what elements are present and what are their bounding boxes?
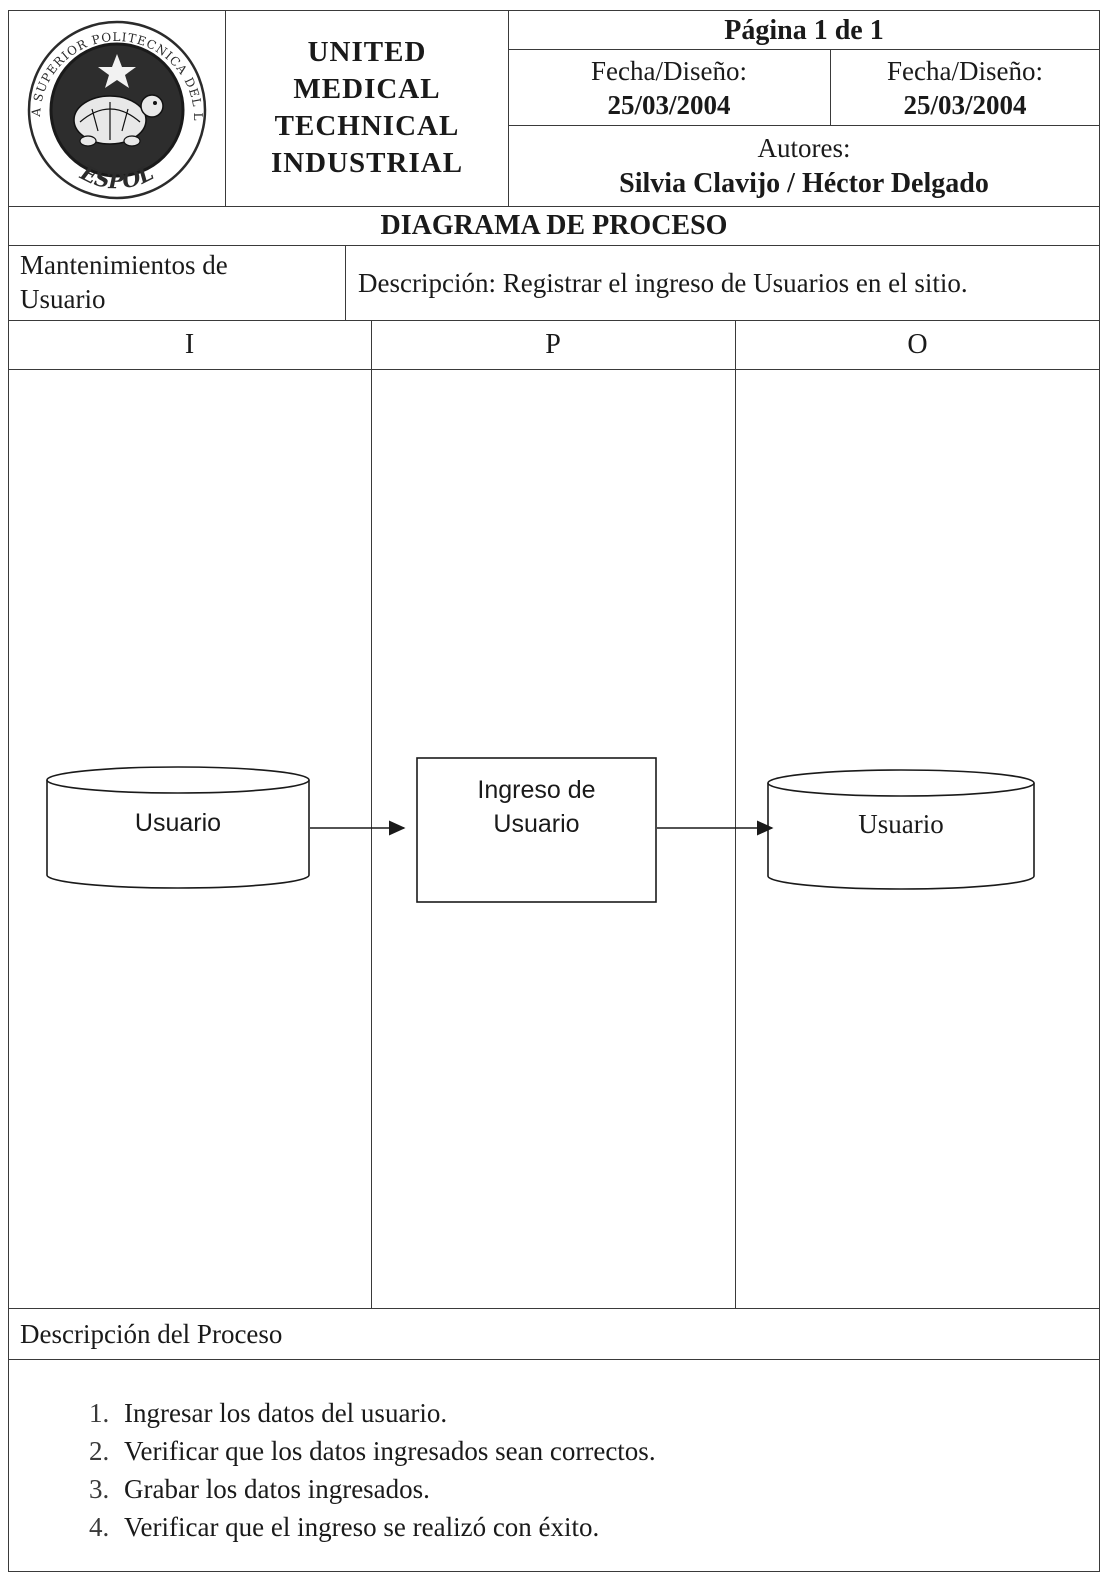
process-step: Grabar los datos ingresados.	[116, 1470, 656, 1508]
module-name-line-1: Mantenimientos de	[20, 250, 228, 280]
company-name-line-4: INDUSTRIAL	[270, 147, 464, 179]
column-header-process: P	[545, 329, 561, 360]
company-name-line-3: TECHNICAL	[274, 110, 460, 142]
page-number: Página 1 de 1	[724, 15, 884, 46]
header-divider-company	[508, 10, 509, 206]
description-heading-line	[8, 1359, 1100, 1360]
header-line-dates	[508, 125, 1100, 126]
authors-value: Silvia Clavijo / Héctor Delgado	[619, 168, 989, 199]
process-steps-list: Ingresar los datos del usuario. Verifica…	[68, 1394, 656, 1546]
company-name-line-2: MEDICAL	[293, 73, 441, 105]
column-header-output: O	[907, 329, 928, 360]
authors-label: Autores:	[757, 133, 851, 163]
module-name-line-2: Usuario	[20, 284, 106, 314]
process-step: Verificar que el ingreso se realizó con …	[116, 1508, 656, 1546]
date-left-value: 25/03/2004	[607, 90, 731, 120]
date-right-label: Fecha/Diseño:	[887, 56, 1043, 86]
espol-logo: ESCUELA SUPERIOR POLITECNICA DEL LITORAL…	[12, 3, 216, 200]
date-right-value: 25/03/2004	[903, 90, 1027, 120]
output-store-label: Usuario	[858, 809, 944, 839]
header-divider-logo	[225, 10, 226, 206]
process-step: Verificar que los datos ingresados sean …	[116, 1432, 656, 1470]
header-bottom-line	[8, 206, 1100, 207]
process-box-label-line-1: Ingreso de	[477, 776, 596, 804]
column-header-input: I	[184, 329, 195, 360]
module-divider	[345, 245, 346, 320]
columns-header-line	[8, 369, 1100, 370]
company-name: UNITED MEDICAL TECHNICAL INDUSTRIAL	[226, 34, 508, 182]
espol-seal-icon: ESCUELA SUPERIOR POLITECNICA DEL LITORAL…	[12, 3, 207, 200]
diagram-bottom-line	[8, 1308, 1100, 1309]
process-box-label-line-2: Usuario	[493, 810, 580, 838]
process-step: Ingresar los datos del usuario.	[116, 1394, 656, 1432]
input-store-label: Usuario	[134, 809, 222, 837]
column-divider-po	[735, 320, 736, 1308]
header-divider-dates	[830, 49, 831, 125]
module-description: Descripción: Registrar el ingreso de Usu…	[358, 268, 968, 298]
page-title: DIAGRAMA DE PROCESO	[380, 210, 728, 241]
date-left-label: Fecha/Diseño:	[591, 56, 747, 86]
document-frame	[8, 10, 1100, 1572]
title-bottom-line	[8, 245, 1100, 246]
company-name-line-1: UNITED	[307, 36, 427, 68]
column-divider-ip	[371, 320, 372, 1308]
header-line-page	[508, 49, 1100, 50]
process-description-heading: Descripción del Proceso	[20, 1319, 283, 1349]
module-bottom-line	[8, 320, 1100, 321]
